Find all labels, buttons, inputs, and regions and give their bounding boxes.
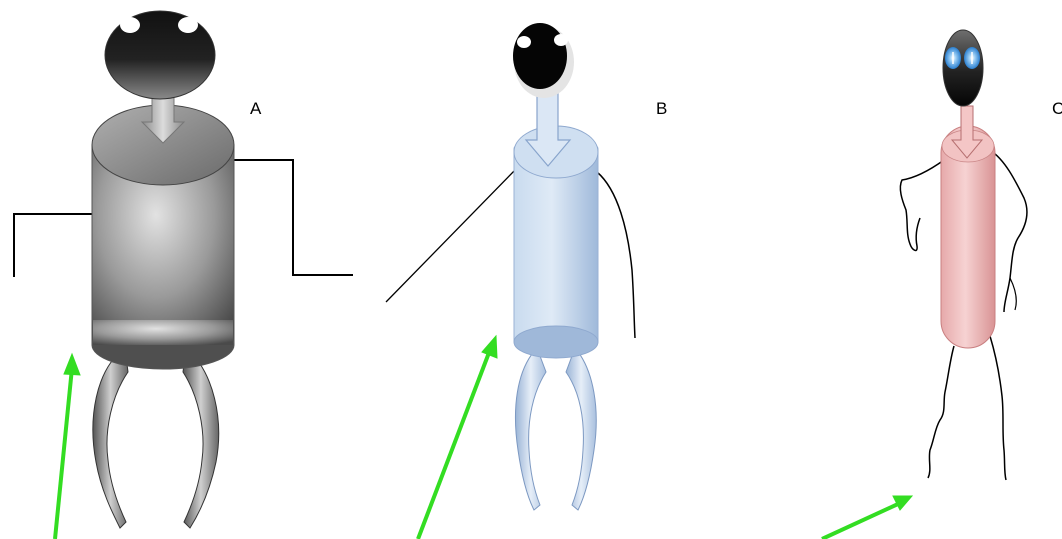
figure-b-body-bottom — [514, 326, 598, 358]
figure-c-left-leg — [928, 346, 954, 478]
green-arrow-b — [418, 336, 497, 539]
figure-a-left-claw — [93, 348, 128, 528]
figure-b-left-arm — [386, 168, 517, 302]
figure-a-label: A — [250, 99, 262, 118]
figure-b-head — [513, 23, 567, 89]
figure-b-left-eye — [517, 36, 531, 48]
figure-c-head — [943, 30, 983, 106]
figure-b-right-eye — [554, 34, 568, 46]
figure-b-left-claw — [515, 348, 546, 510]
figure-c-right-leg — [990, 336, 1006, 480]
figure-b: B — [386, 23, 667, 510]
figure-c: C — [900, 30, 1062, 480]
figure-b-label: B — [656, 99, 667, 118]
figure-a-right-arm — [234, 160, 353, 275]
figure-a-left-eye — [120, 17, 140, 33]
figure-c-left-arm — [900, 160, 944, 250]
green-arrow-c — [822, 496, 912, 539]
figure-a-left-arm — [14, 214, 95, 277]
figure-b-right-claw — [566, 348, 596, 510]
figure-a-right-eye — [178, 17, 198, 33]
figure-c-right-arm — [990, 150, 1027, 312]
figure-b-right-arm — [597, 172, 635, 338]
figure-a-right-claw — [183, 348, 219, 528]
figure-c-label: C — [1052, 99, 1062, 118]
green-arrow-a — [55, 354, 80, 539]
